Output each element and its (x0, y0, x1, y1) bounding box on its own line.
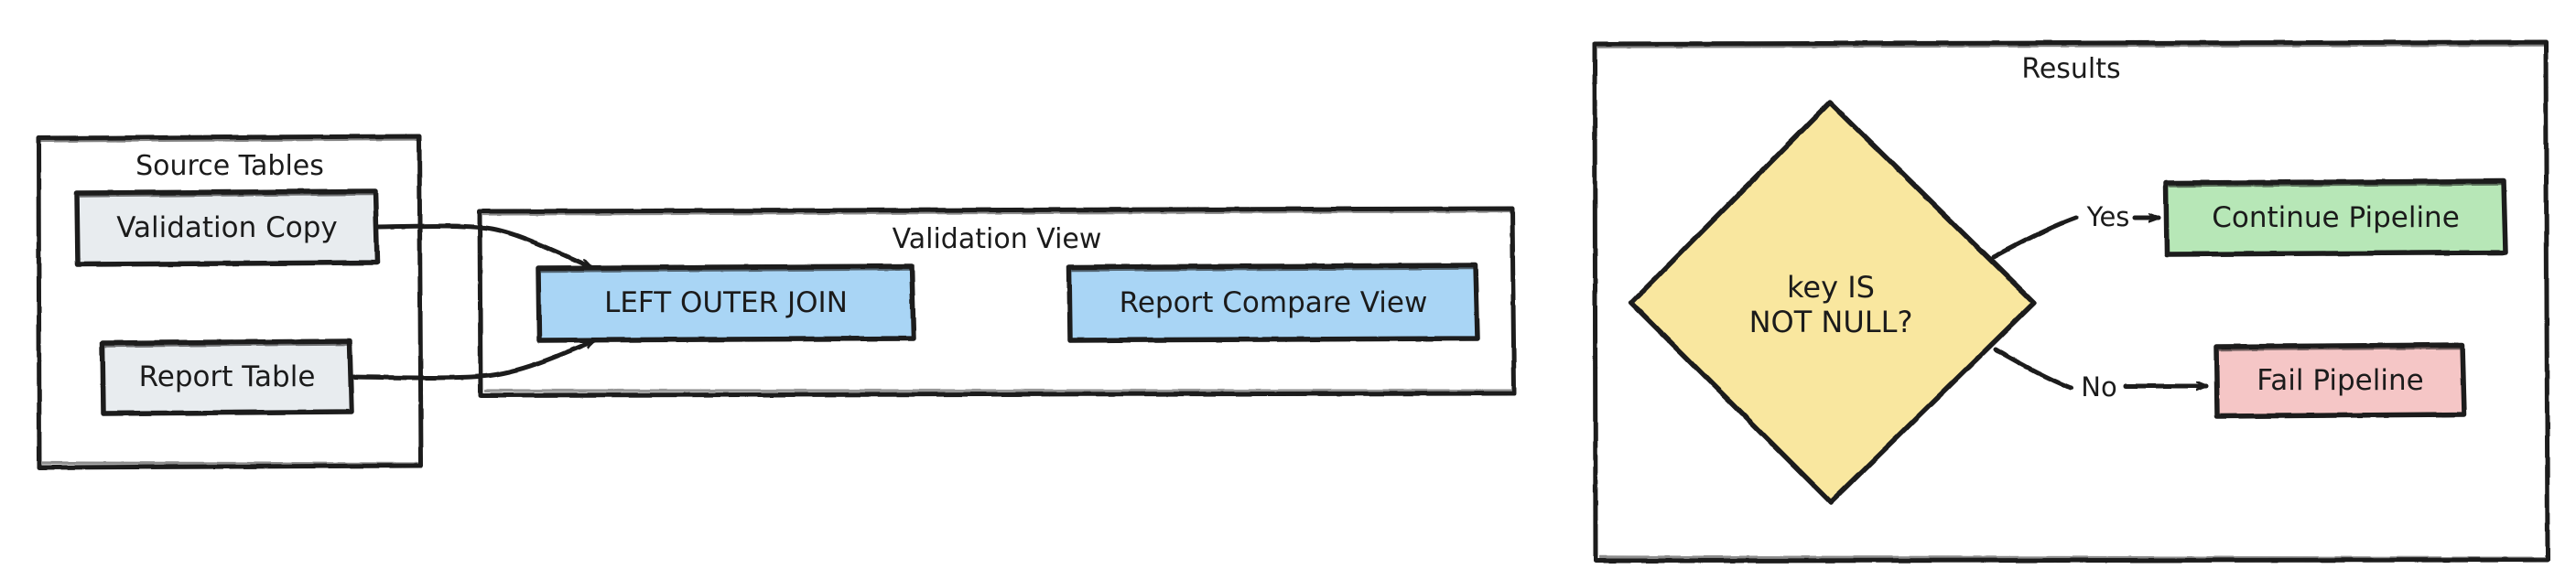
edge-decision-yes-to-continue-pipeline (1991, 218, 2161, 260)
node-report-table[interactable] (100, 338, 354, 416)
group-source-tables (36, 134, 424, 470)
edge-validation-copy-to-left-outer-join (374, 223, 594, 270)
node-fail-pipeline[interactable] (2213, 342, 2467, 419)
node-continue-pipeline[interactable] (2163, 178, 2508, 257)
node-validation-copy[interactable] (74, 188, 380, 267)
node-left-outer-join[interactable] (536, 263, 916, 343)
edge-report-table-to-left-outer-join (349, 338, 598, 381)
edge-decision-no-to-fail-pipeline (1993, 347, 2209, 388)
node-key-is-not-null-decision[interactable] (1629, 100, 2037, 505)
node-report-compare-view[interactable] (1066, 263, 1480, 343)
